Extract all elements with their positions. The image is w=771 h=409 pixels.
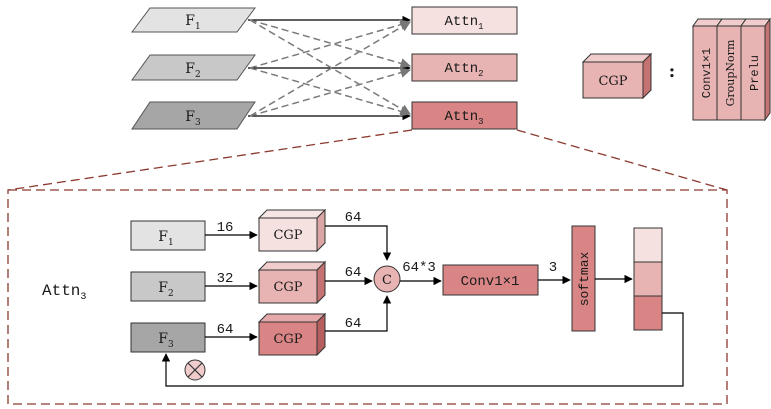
dashed-f1-attn2: [249, 19, 412, 69]
attn-block-1-label: Attn1: [444, 14, 483, 32]
dashed-f3-attn1: [249, 21, 411, 117]
channels-f1: 16: [217, 220, 234, 236]
legend-conv-layer: [692, 25, 718, 121]
attn-block-1: Attn1: [411, 6, 518, 35]
feature-f3: F3: [131, 101, 256, 130]
conv-block-label: Conv1×1: [461, 274, 520, 290]
feature-f2: F2: [131, 54, 256, 81]
cgp-out-channels-2: 64: [345, 265, 362, 281]
legend-prelu-layer: [740, 25, 766, 121]
cgp-block-3: CGP: [257, 312, 327, 357]
channels-f2: 32: [217, 271, 234, 287]
conv-block: Conv1×1: [442, 264, 539, 296]
softmax-block: softmax: [571, 225, 596, 332]
cgp-legend: CGP : Conv1×1 GroupNorm Prelu: [581, 17, 771, 122]
legend-groupnorm-layer: [716, 25, 742, 121]
feature-attn-connections: [248, 15, 412, 121]
cgp-legend-block: CGP: [581, 52, 653, 100]
weight-f3: [633, 295, 663, 331]
zoom-line-right: [516, 129, 728, 191]
dashed-f3-attn2: [249, 67, 412, 117]
concat-channels: 64*3: [402, 260, 436, 276]
cgp-block-1: CGP: [257, 208, 327, 253]
arrow-cgp1-concat: [325, 225, 392, 261]
attention-weights: [633, 227, 663, 331]
detail-input-f1: F1: [130, 220, 206, 251]
cgp-out-channels-3: 64: [345, 316, 362, 332]
attn-block-2: Attn2: [411, 53, 518, 82]
legend-conv-label: Conv1×1: [700, 48, 714, 98]
weight-f2: [633, 261, 663, 297]
detail-title: Attn3: [42, 282, 86, 303]
multiply-node: ⊗: [184, 359, 206, 381]
dashed-f2-attn3: [249, 67, 412, 117]
feature-f3-label: F3: [185, 109, 201, 128]
detail-cgp-blocks: CGP CGP CGP: [257, 208, 327, 357]
detail-inputs: F1 F2 F3: [130, 220, 206, 353]
cgp-block-2: CGP: [257, 260, 327, 305]
detail-input-f2: F2: [130, 271, 206, 302]
softmax-label: softmax: [577, 251, 592, 306]
feature-f2-label: F2: [185, 61, 200, 80]
attn-blocks: Attn1 Attn2 Attn3: [411, 6, 518, 130]
zoom-line-left: [7, 129, 413, 191]
attn-block-3-label: Attn3: [444, 109, 483, 127]
concat-symbol: C: [382, 273, 392, 288]
legend-colon: :: [669, 61, 676, 82]
detail-frame: [7, 129, 728, 405]
arrow-cgp3-concat: [325, 295, 392, 332]
detail-cgp-to-concat: [325, 225, 392, 332]
detail-input-f3: F3: [130, 322, 206, 353]
concat-node: C: [373, 265, 401, 293]
feedback-arrow: [161, 312, 684, 387]
attn-block-3: Attn3: [411, 101, 518, 130]
weight-f1: [633, 227, 663, 263]
cgp-layer-stack: Conv1×1 GroupNorm Prelu: [692, 17, 771, 122]
cgp-block-1-label: CGP: [273, 228, 302, 243]
feature-f1: F1: [131, 7, 256, 33]
cgp-legend-label: CGP: [598, 74, 627, 89]
cgp-block-3-label: CGP: [273, 332, 302, 347]
attn-block-2-label: Attn2: [444, 61, 483, 79]
dashed-f2-attn1: [249, 19, 412, 69]
channels-f3: 64: [217, 322, 234, 338]
dashed-f1-attn3: [249, 19, 411, 115]
cgp-block-2-label: CGP: [273, 280, 302, 295]
conv-out-channels: 3: [549, 260, 557, 276]
detail-input-f2-label: F2: [158, 280, 173, 299]
legend-groupnorm-label: GroupNorm: [724, 39, 737, 106]
detail-input-f1-label: F1: [158, 229, 173, 248]
feature-inputs: F1 F2 F3: [131, 7, 256, 130]
detail-dashed-border: [7, 189, 728, 405]
feature-f1-label: F1: [185, 13, 200, 32]
legend-prelu-label: Prelu: [748, 55, 762, 91]
detail-input-f3-label: F3: [158, 331, 174, 350]
cgp-out-channels-1: 64: [345, 210, 362, 226]
detail-input-arrows: 16 32 64: [205, 220, 258, 342]
